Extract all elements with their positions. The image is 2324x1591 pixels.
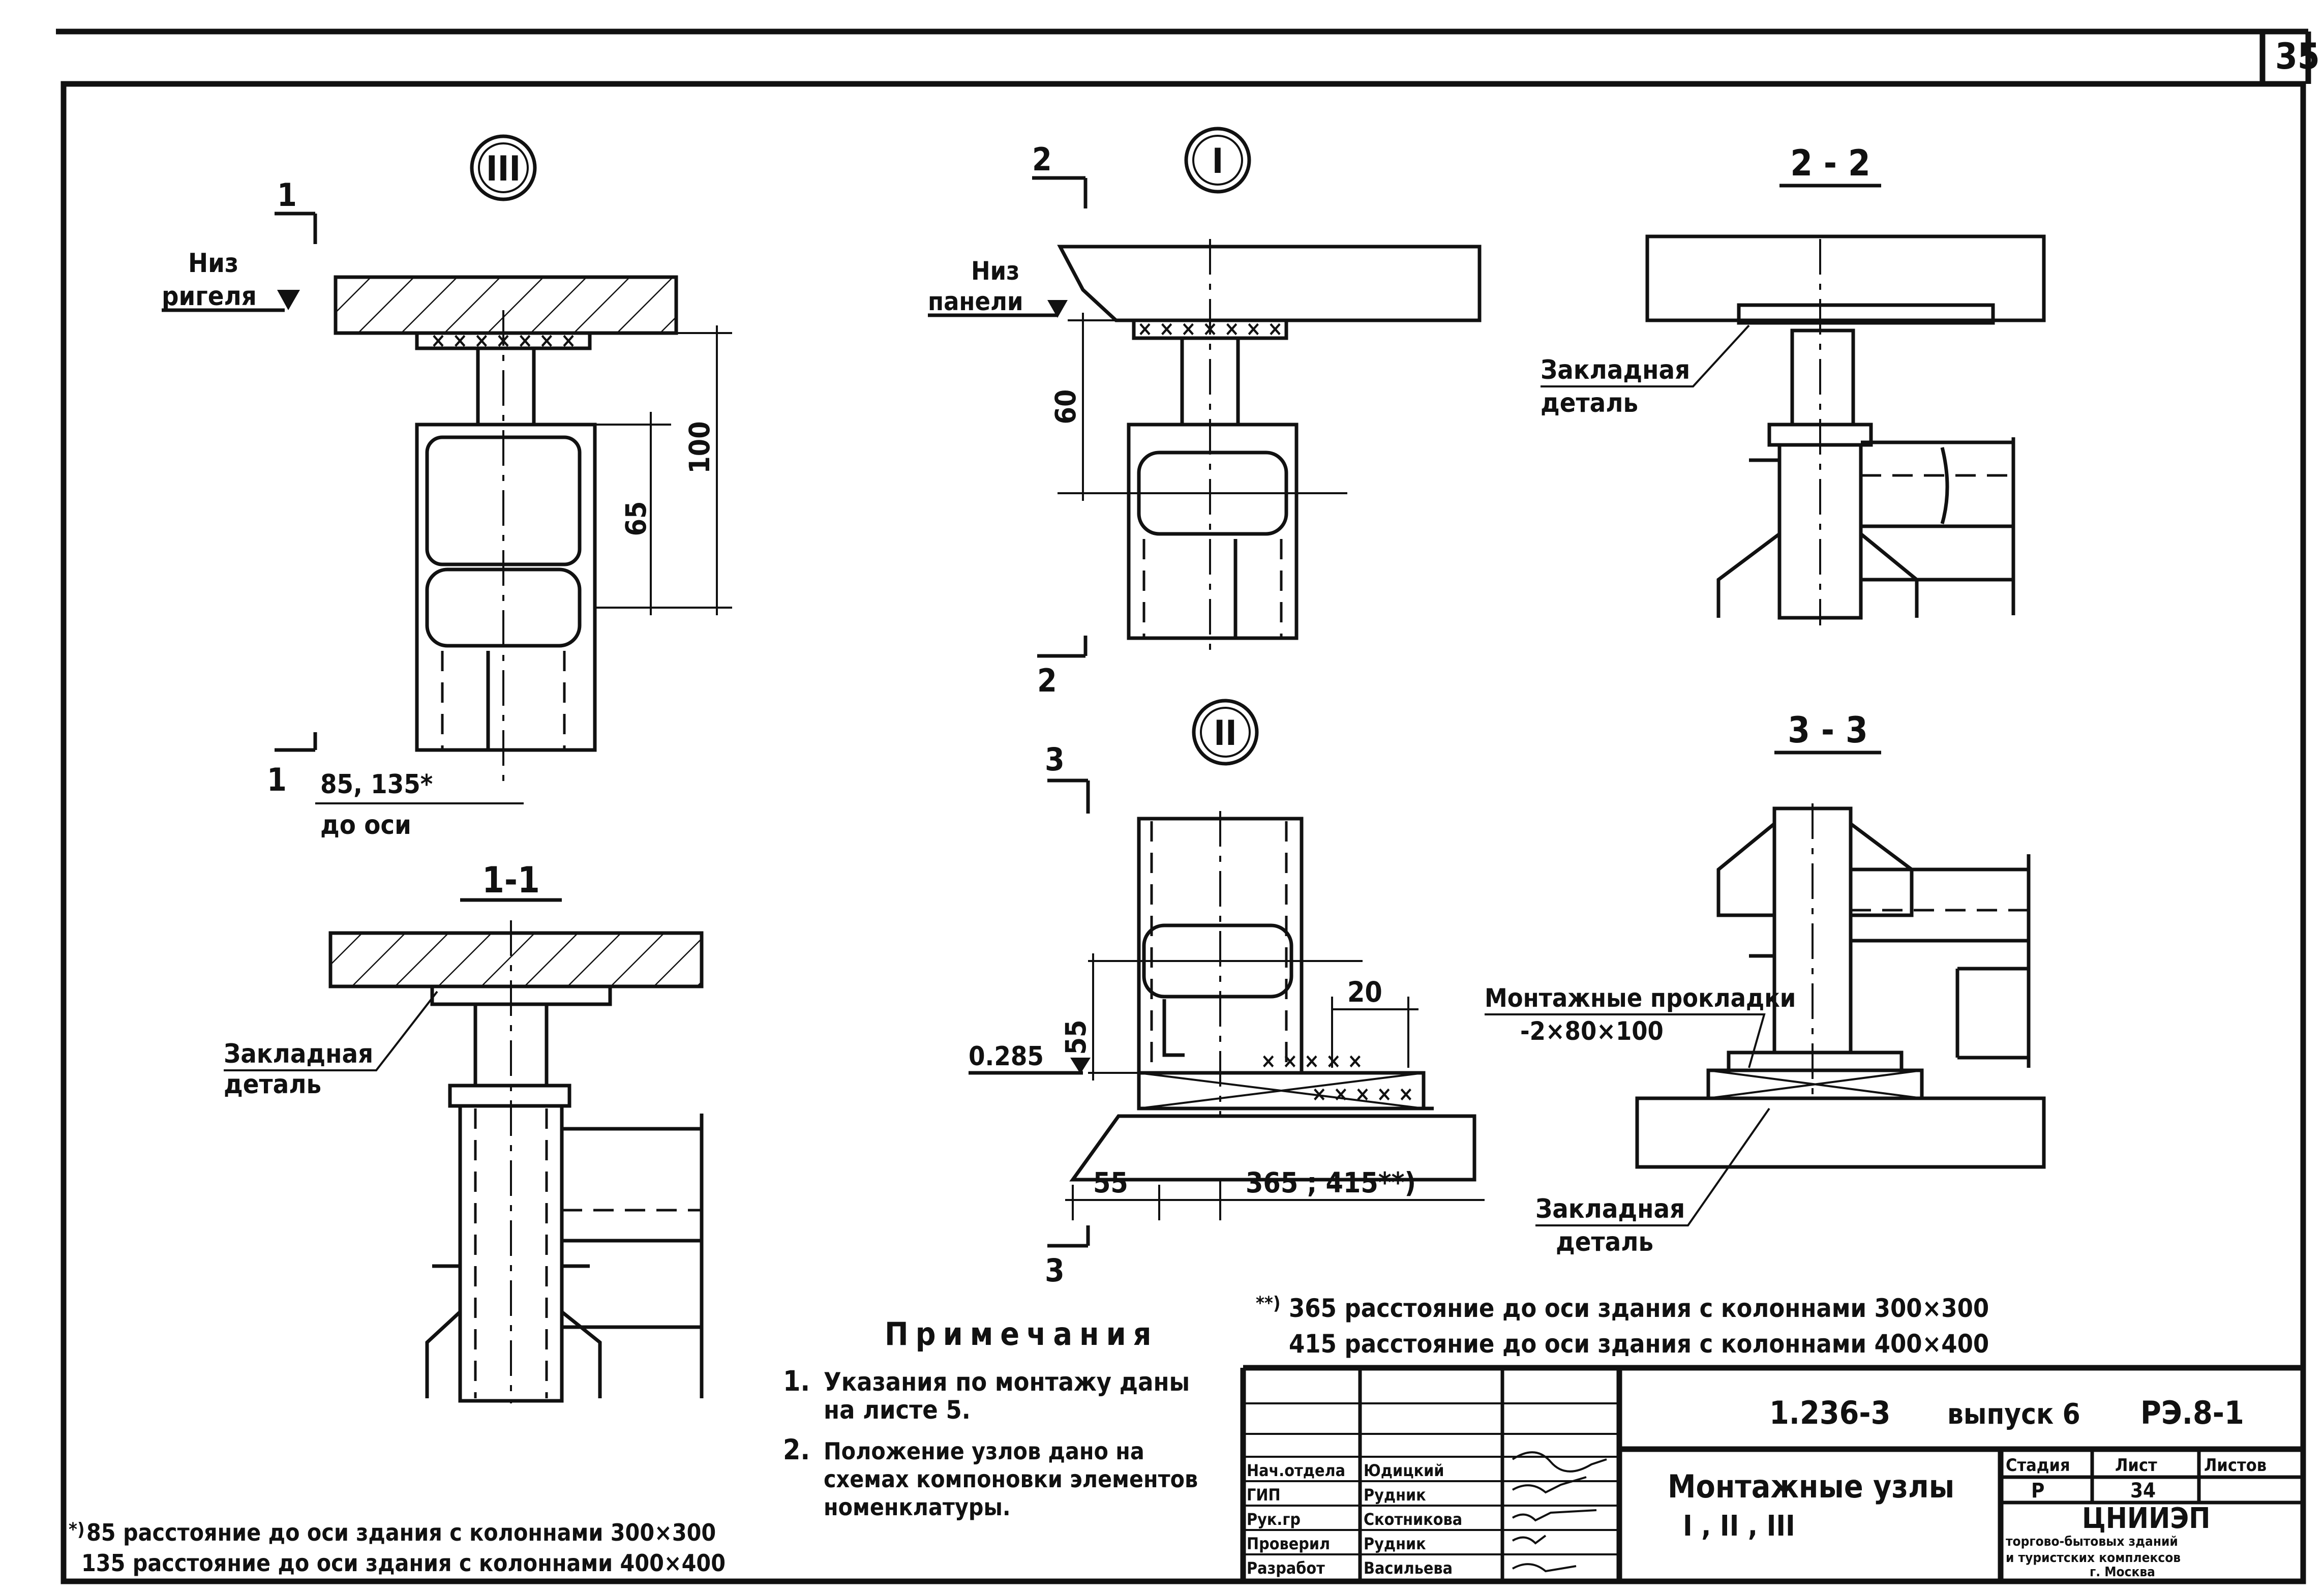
title-block-row-3-role: Рук.гр bbox=[1247, 1510, 1301, 1529]
title-block-subtitle: I , II , III bbox=[1683, 1510, 1795, 1543]
sheet-frame bbox=[56, 28, 2311, 1584]
node-2-dim-55-horizontal: 55 bbox=[1093, 1166, 1128, 1199]
title-block-org: ЦНИИЭП bbox=[2082, 1502, 2210, 1535]
node-1-dim-60: 60 bbox=[1049, 389, 1082, 425]
title-block-row-4-name: Рудник bbox=[1364, 1534, 1426, 1553]
section-1-1-label-zd: Закладная bbox=[224, 1039, 373, 1069]
section-2-2-label-zd: Закладная bbox=[1541, 355, 1690, 385]
node-2-dim-20: 20 bbox=[1347, 976, 1382, 1008]
node-2-drawing: II × × × × × × × × × × 55 20 0.285 55 36… bbox=[969, 699, 1485, 1289]
svg-text:× × × × ×: × × × × × bbox=[1312, 1083, 1414, 1106]
title-block-stage-value: Р bbox=[2031, 1479, 2044, 1503]
title-block-code: 1.236-3 bbox=[1769, 1394, 1890, 1431]
section-1-1-drawing: 1-1 Закладная деталь bbox=[224, 859, 704, 1403]
node-1-label-niz: Низ bbox=[971, 256, 1019, 286]
footnote-a-marker: *) bbox=[69, 1519, 85, 1540]
title-block-row-2-role: ГИП bbox=[1247, 1485, 1281, 1505]
title-block-org-line-2: торгово-бытовых зданий bbox=[2006, 1534, 2178, 1549]
title-block-row-5-role: Разработ bbox=[1247, 1558, 1325, 1578]
title-block-sheet-header: Лист bbox=[2115, 1455, 2157, 1476]
footnote-b-line-1: 365 расстояние до оси здания с колоннами… bbox=[1289, 1294, 1989, 1323]
section-1-1-title: 1-1 bbox=[482, 859, 540, 901]
note-1-number: 1. bbox=[783, 1365, 810, 1397]
section-1-1-label-zd2: деталь bbox=[224, 1069, 321, 1100]
section-3-3-drawing: 3 - 3 Монтажные прокладки -2×80×100 Закл… bbox=[1485, 709, 2046, 1257]
title-block-sheets-header: Листов bbox=[2204, 1455, 2267, 1476]
node-2-dim-365: 365 ; 415**) bbox=[1246, 1166, 1416, 1199]
note-2-line-3: номенклатуры. bbox=[824, 1493, 1011, 1521]
node-3-dim-65: 65 bbox=[620, 501, 652, 536]
footnote-double-star: **) 365 расстояние до оси здания с колон… bbox=[1256, 1293, 1989, 1359]
footnote-a-line-1: 85 расстояние до оси здания с колоннами … bbox=[86, 1519, 716, 1546]
section-3-3-label-zd2: деталь bbox=[1556, 1227, 1653, 1257]
title-block-issue: выпуск 6 bbox=[1947, 1398, 2080, 1431]
section-3-3-label-mp2: -2×80×100 bbox=[1520, 1016, 1664, 1046]
node-2-dim-55-vertical: 55 bbox=[1060, 1020, 1092, 1055]
note-2-number: 2. bbox=[783, 1433, 810, 1466]
footnote-b-line-2: 415 расстояние до оси здания с колоннами… bbox=[1289, 1329, 1989, 1359]
title-block-org-line-3: и туристских комплексов bbox=[2006, 1550, 2181, 1566]
note-2-line-2: схемах компоновки элементов bbox=[824, 1465, 1198, 1493]
node-1-section-mark-top: 2 bbox=[1032, 141, 1052, 178]
signature-2 bbox=[1512, 1476, 1587, 1494]
node-3-section-mark-top: 1 bbox=[277, 176, 297, 214]
title-block-row-2-name: Рудник bbox=[1364, 1485, 1426, 1505]
node-3-dim-axis: 85, 135* bbox=[320, 769, 433, 800]
signature-1 bbox=[1512, 1451, 1607, 1473]
section-3-3-label-mp: Монтажные прокладки bbox=[1485, 983, 1796, 1013]
node-2-mark: II bbox=[1214, 713, 1237, 754]
footnote-b-marker: **) bbox=[1256, 1293, 1281, 1314]
title-block-row-3-name: Скотникова bbox=[1364, 1510, 1462, 1529]
svg-text:× × × × ×: × × × × × bbox=[1261, 1049, 1363, 1073]
section-2-2-title: 2 - 2 bbox=[1790, 142, 1870, 184]
node-2-section-mark-top: 3 bbox=[1045, 741, 1065, 778]
section-3-3-title: 3 - 3 bbox=[1788, 709, 1868, 751]
footnote-single-star: *) 85 расстояние до оси здания с колонна… bbox=[69, 1519, 726, 1577]
notes-title: Примечания bbox=[885, 1315, 1159, 1353]
node-1-section-mark-bottom: 2 bbox=[1037, 662, 1057, 699]
note-2-line-1: Положение узлов дано на bbox=[824, 1437, 1144, 1465]
title-block-sheet-value: 34 bbox=[2130, 1479, 2156, 1503]
note-1-line-2: на листе 5. bbox=[824, 1395, 971, 1425]
title-block-org-line-4: г. Москва bbox=[2090, 1565, 2155, 1580]
signature-4 bbox=[1512, 1535, 1547, 1545]
node-3-drawing: III × × × × × × × 65 100 Низ ригеля 1 bbox=[162, 134, 732, 840]
title-block-doc: РЭ.8-1 bbox=[2140, 1394, 2244, 1431]
note-1-line-1: Указания по монтажу даны bbox=[824, 1367, 1190, 1397]
node-1-drawing: I × × × × × × × 60 Низ панели 2 2 bbox=[928, 127, 1482, 699]
section-2-2-label-zd2: деталь bbox=[1541, 388, 1638, 418]
node-3-mark: III bbox=[486, 149, 521, 189]
title-block-stage-header: Стадия bbox=[2006, 1455, 2070, 1476]
node-3-dim-100: 100 bbox=[683, 421, 716, 473]
title-block-title: Монтажные узлы bbox=[1668, 1468, 1954, 1505]
node-2-section-mark-bottom: 3 bbox=[1045, 1252, 1065, 1289]
title-block-row-1-name: Юдицкий bbox=[1364, 1461, 1444, 1480]
signature-5 bbox=[1512, 1563, 1577, 1573]
title-block-row-1-role: Нач.отдела bbox=[1247, 1461, 1345, 1480]
footnote-a-line-2: 135 расстояние до оси здания с колоннами… bbox=[81, 1549, 726, 1577]
node-2-level: 0.285 bbox=[969, 1041, 1044, 1072]
title-block-row-5-name: Васильева bbox=[1364, 1558, 1453, 1578]
node-1-label-panel: панели bbox=[928, 287, 1023, 316]
section-2-2-drawing: 2 - 2 Закладная деталь bbox=[1541, 142, 2046, 625]
node-1-mark: I bbox=[1212, 141, 1224, 182]
signature-3 bbox=[1512, 1509, 1597, 1522]
title-block: 1.236-3 выпуск 6 РЭ.8-1 Монтажные узлы I… bbox=[1240, 1365, 2303, 1581]
node-3-section-mark-bottom: 1 bbox=[267, 761, 287, 798]
title-block-row-4-role: Проверил bbox=[1247, 1534, 1330, 1553]
node-3-label-niz: Низ bbox=[188, 248, 238, 279]
notes-block: Примечания 1. Указания по монтажу даны н… bbox=[783, 1315, 1198, 1521]
node-3-label-rigel: ригеля bbox=[162, 281, 257, 312]
section-3-3-label-zd: Закладная bbox=[1535, 1194, 1685, 1224]
node-3-dim-axis-sub: до оси bbox=[320, 810, 411, 840]
sheet-number: 35 bbox=[2275, 36, 2320, 77]
